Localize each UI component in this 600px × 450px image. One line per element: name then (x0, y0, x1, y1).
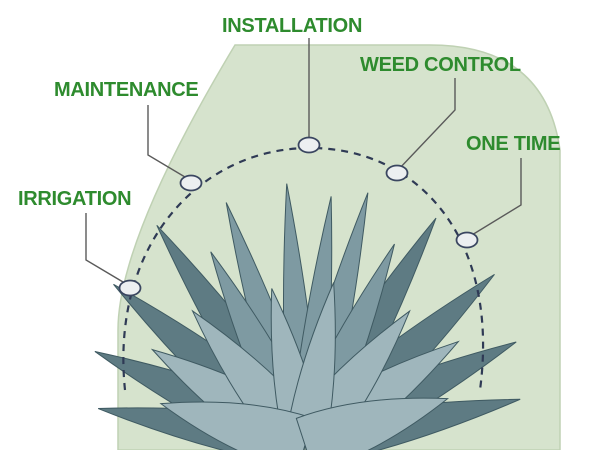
label-maintenance: MAINTENANCE (54, 79, 198, 101)
connector-weed-control (397, 78, 456, 171)
agave-leaf (159, 401, 314, 450)
agave-plant-icon (94, 183, 521, 450)
connector-one-time (466, 158, 522, 239)
node-installation (297, 136, 321, 154)
node-one-time (455, 231, 479, 249)
node-irrigation (118, 279, 142, 297)
connector-maintenance (147, 105, 191, 181)
label-irrigation: IRRIGATION (18, 188, 131, 210)
dashed-arc (122, 146, 485, 391)
node-maintenance (179, 174, 203, 192)
node-weed-control (385, 164, 409, 182)
agave-leaf (295, 397, 450, 450)
label-installation: INSTALLATION (222, 15, 362, 37)
label-weed-control: WEED CONTROL (360, 54, 521, 76)
label-one-time: ONE TIME (466, 133, 560, 155)
connector-irrigation (85, 213, 129, 286)
